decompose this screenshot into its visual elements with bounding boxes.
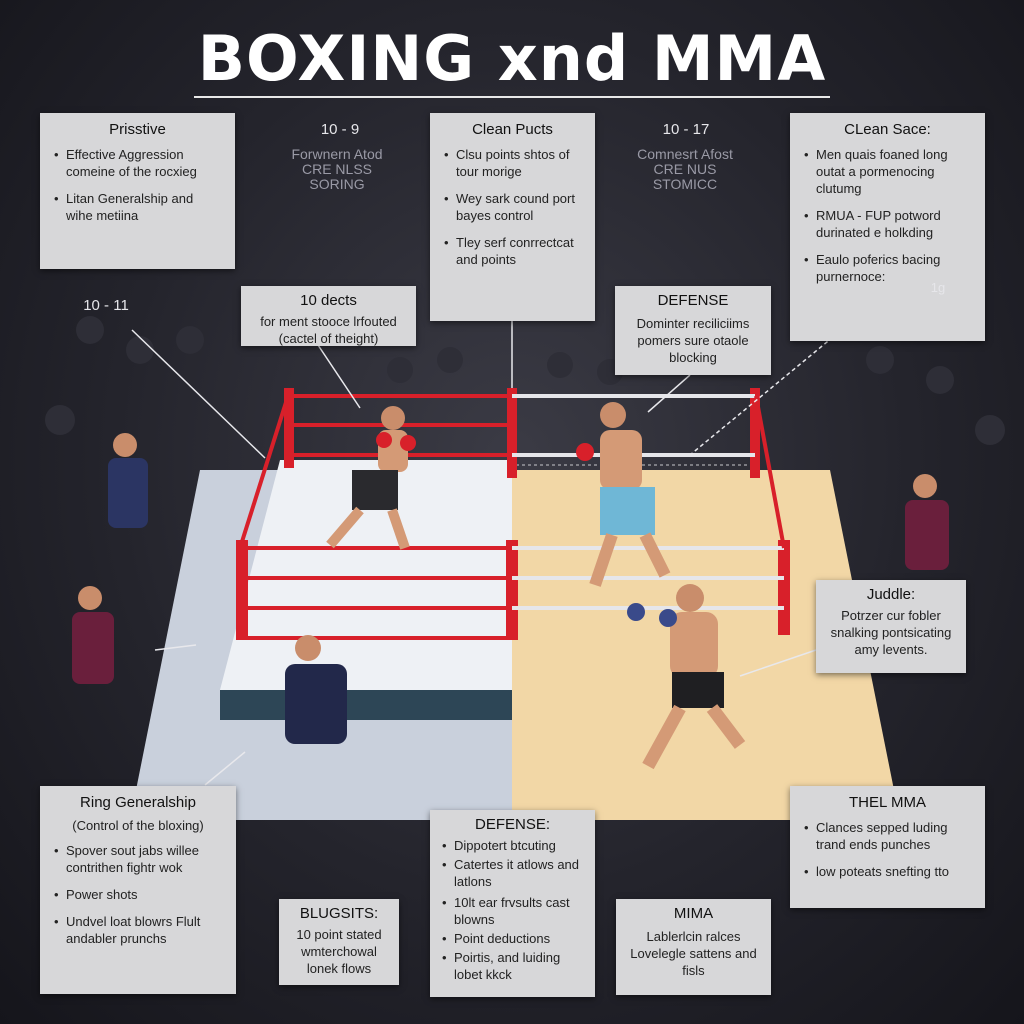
card-heading: Prisstive xyxy=(109,121,166,138)
card-line: (cactel of theight) xyxy=(278,331,379,346)
ghost-line: CRE NUS xyxy=(653,161,717,177)
card-ring-generalship: Ring Generalship (Control of the bloxing… xyxy=(40,786,236,994)
list-item: Eaulo poferics bacing purnernoce: xyxy=(802,251,973,285)
list-item: Men quais foaned long outat a pormenocin… xyxy=(802,146,973,197)
list-item: Litan Generalship and wihe metiina xyxy=(52,190,223,224)
card-blugsits: BLUGSITS: 10 point stated wmterchowal lo… xyxy=(279,899,399,985)
list-item: Poirtis, and luiding lobet kkck xyxy=(440,949,585,983)
card-line: amy levents. xyxy=(854,642,928,657)
card-heading: CLean Sace: xyxy=(844,121,931,138)
card-prisstive: Prisstive Effective Aggression comeine o… xyxy=(40,113,235,269)
card-clean-pucts: Clean Pucts Clsu points shtos of tour mo… xyxy=(430,113,595,321)
ghost-label-left: Forwnern Atod CRE NLSS SORING xyxy=(262,147,412,192)
card-defense-top: DEFENSE Dominter reciliciims pomers sure… xyxy=(615,286,771,375)
card-heading: DEFENSE xyxy=(657,292,729,309)
card-heading: BLUGSITS: xyxy=(299,905,379,922)
mma-fighter-figure xyxy=(576,402,671,587)
list-item: RMUA - FUP potword durinated e holkding xyxy=(802,207,973,241)
card-line: Dominter reciliciims pomers sure otaole … xyxy=(636,316,750,365)
ghost-line: Comnesrt Afost xyxy=(637,146,733,162)
score-side: 10 - 11 xyxy=(83,297,129,314)
boxing-ring-apron xyxy=(220,690,512,720)
list-item: Clsu points shtos of tour morige xyxy=(442,146,583,180)
judge-figures xyxy=(72,433,949,744)
title-divider xyxy=(194,96,830,98)
card-heading: Ring Generalship xyxy=(80,794,196,811)
card-heading: 10 dects xyxy=(300,292,357,309)
boxing-ring-canvas xyxy=(220,460,512,690)
list-item: Clances sepped luding trand ends punches xyxy=(802,819,973,853)
list-item: Spover sout jabs willee contrithen fight… xyxy=(52,842,224,876)
card-juddle: Juddle: Potrzer cur fobler snalking pont… xyxy=(816,580,966,673)
card-heading: DEFENSE: xyxy=(474,816,550,833)
list-item: Tley serf conrrectcat and points xyxy=(442,234,583,268)
card-heading: Clean Pucts xyxy=(472,121,553,138)
list-item: Catertes it atlows and latlons xyxy=(440,856,585,890)
card-line: for ment stooce lrfouted xyxy=(260,314,397,329)
card-heading: Juddle: xyxy=(866,586,916,603)
card-line: snalking pontsicating xyxy=(830,625,952,640)
list-item: Undvel loat blowrs Flult andabler prunch… xyxy=(52,913,224,947)
card-dects: 10 dects for ment stooce lrfouted (cacte… xyxy=(241,286,416,346)
list-item: Effective Aggression comeine of the rocx… xyxy=(52,146,223,180)
card-heading: THEL MMA xyxy=(849,794,926,811)
card-thel-mma: THEL MMA Clances sepped luding trand end… xyxy=(790,786,985,908)
score-left: 10 - 9 xyxy=(320,121,360,138)
mma-fighter-figure-2 xyxy=(627,584,746,770)
card-line: Potrzer cur fobler xyxy=(841,608,941,623)
list-item: 10lt ear frvsults cast blowns xyxy=(440,894,585,928)
card-line: Lablerlcin ralces Lovelegle sattens and … xyxy=(630,929,757,978)
ghost-label-right: Comnesrt Afost CRE NUS STOMICC xyxy=(610,147,760,192)
card-subheading: (Control of the bloxing) xyxy=(72,818,204,833)
list-item: Power shots xyxy=(52,886,224,903)
card-defense-bottom: DEFENSE: Dippotert btcuting Catertes it … xyxy=(430,810,595,997)
list-item: low poteats snefting tto xyxy=(802,863,973,880)
card-heading: MIMA xyxy=(673,905,714,922)
ghost-line: Forwnern Atod xyxy=(291,146,383,162)
crowd xyxy=(45,316,1005,445)
list-item: Wey sark cound port bayes control xyxy=(442,190,583,224)
card-mima: MIMA Lablerlcin ralces Lovelegle sattens… xyxy=(616,899,771,995)
list-item: Dippotert btcuting xyxy=(440,837,585,854)
card-clean-sace: CLean Sace: Men quais foaned long outat … xyxy=(790,113,985,341)
list-item: Point deductions xyxy=(440,930,585,947)
ring-posts xyxy=(236,388,790,640)
ghost-line: STOMICC xyxy=(652,176,718,192)
ghost-line: CRE NLSS xyxy=(301,161,373,177)
boxer-figure xyxy=(326,406,416,550)
page-title: BOXING xnd MMA xyxy=(197,22,827,95)
score-right: 10 - 17 xyxy=(662,121,710,138)
score-tag: 1g xyxy=(930,280,946,295)
card-line: 10 point stated wmterchowal lonek flows xyxy=(296,927,382,976)
ghost-line: SORING xyxy=(309,176,365,192)
